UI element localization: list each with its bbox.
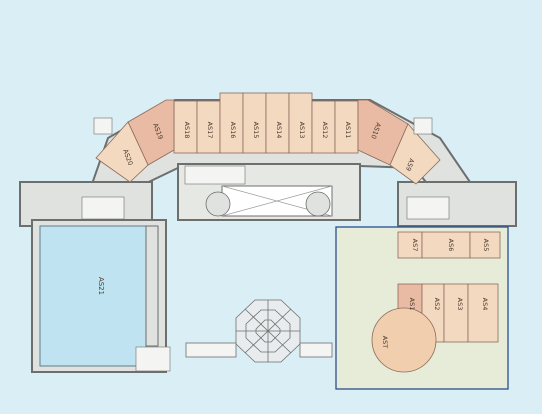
- room-ast[interactable]: [371, 307, 437, 373]
- room-as6[interactable]: [421, 231, 471, 259]
- label-as12: AS12: [321, 122, 329, 139]
- dome-courtyard: [185, 299, 333, 363]
- walkway-east: [299, 342, 333, 358]
- label-as1: AS1: [408, 298, 416, 311]
- label-as2: AS2: [433, 298, 441, 311]
- stair-west: [81, 196, 125, 220]
- label-ast: AST: [381, 336, 389, 349]
- label-as16: AS16: [229, 122, 237, 139]
- west-hall-inner-wall: [145, 225, 159, 347]
- label-as7: AS7: [411, 239, 419, 252]
- room-as9[interactable]: [389, 123, 441, 185]
- label-as6: AS6: [447, 239, 455, 252]
- room-as21[interactable]: [39, 225, 147, 367]
- label-as5: AS5: [482, 239, 490, 252]
- east-upper-rooms: [397, 231, 501, 259]
- room-as3[interactable]: [443, 283, 469, 343]
- stairs: [81, 117, 450, 372]
- label-as18: AS18: [183, 122, 191, 139]
- dome-octagon-inner: [245, 309, 291, 353]
- stair-northwest: [93, 117, 113, 135]
- dome-octagon-core: [255, 319, 281, 343]
- label-as9: AS9: [404, 157, 416, 172]
- stair-lower-left: [135, 346, 171, 372]
- northwest-angled-rooms: [95, 99, 175, 183]
- label-as17: AS17: [206, 122, 214, 139]
- label-as21: AS21: [97, 277, 105, 295]
- room-as5[interactable]: [469, 231, 501, 259]
- walkway-west: [185, 342, 237, 358]
- label-as13: AS13: [298, 122, 306, 139]
- room-as20[interactable]: [95, 121, 149, 183]
- stair-east: [406, 196, 450, 220]
- northeast-angled-rooms: [357, 99, 441, 185]
- label-as4: AS4: [481, 298, 489, 311]
- north-rooms: [173, 92, 359, 154]
- stair-northeast: [413, 117, 433, 135]
- label-as11: AS11: [344, 122, 352, 139]
- label-as14: AS14: [275, 122, 283, 139]
- stair-center: [184, 165, 246, 185]
- label-as15: AS15: [252, 122, 260, 139]
- entrance-pavilion: [205, 185, 333, 217]
- room-as4[interactable]: [467, 283, 499, 343]
- label-as3: AS3: [456, 298, 464, 311]
